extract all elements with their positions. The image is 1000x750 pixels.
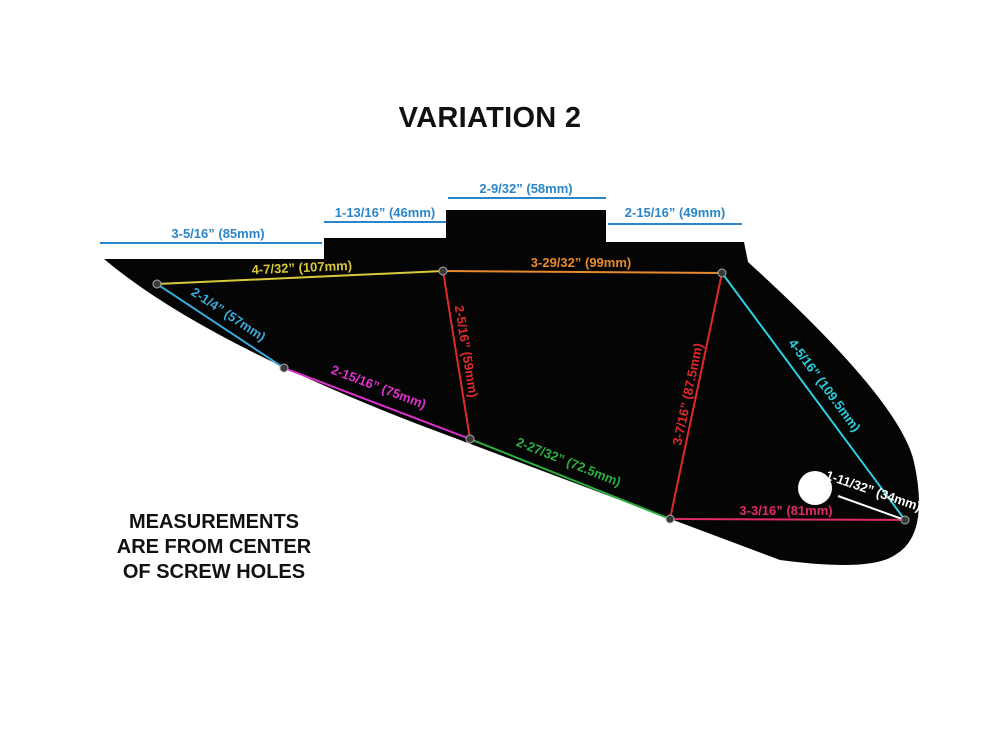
screw-hole	[438, 266, 448, 276]
top-dim-label-2: 1-13/16” (46mm)	[335, 205, 435, 220]
measure-label-2: 3-29/32” (99mm)	[531, 255, 631, 270]
top-dim-label-4: 2-15/16” (49mm)	[625, 205, 725, 220]
note-line-3: OF SCREW HOLES	[122, 561, 306, 583]
screw-holes	[152, 266, 910, 525]
measure-line-10	[837, 495, 906, 521]
measure-line-2	[442, 270, 723, 274]
top-dim-label-1: 3-5/16” (85mm)	[171, 226, 264, 241]
screw-hole	[465, 434, 475, 444]
measure-line-3	[156, 283, 285, 369]
top-dim-label-3: 2-9/32” (58mm)	[479, 181, 572, 196]
measurement-lines	[156, 270, 906, 521]
screw-hole	[279, 363, 289, 373]
page-title: VARIATION 2	[398, 102, 582, 134]
screw-hole	[900, 515, 910, 525]
measure-line-1	[156, 270, 444, 285]
note-line-1: MEASUREMENTS	[128, 511, 299, 533]
measure-line-9	[669, 518, 906, 521]
measure-line-6	[469, 438, 671, 520]
control-hole	[798, 471, 832, 505]
pickguard-shape	[104, 210, 920, 565]
measure-label-1: 4-7/32” (107mm)	[251, 258, 352, 278]
measure-line-7	[669, 272, 723, 520]
screw-hole	[152, 279, 162, 289]
note-line-2: ARE FROM CENTER	[116, 536, 312, 558]
screw-hole	[665, 514, 675, 524]
screw-hole	[717, 268, 727, 278]
top-dimension-lines	[100, 197, 742, 244]
measurement-note: MEASUREMENTS ARE FROM CENTER OF SCREW HO…	[104, 510, 324, 585]
measure-label-9: 3-3/16” (81mm)	[739, 503, 832, 518]
measure-line-5	[283, 367, 471, 440]
measure-line-4	[442, 270, 471, 440]
measure-line-8	[721, 272, 906, 521]
